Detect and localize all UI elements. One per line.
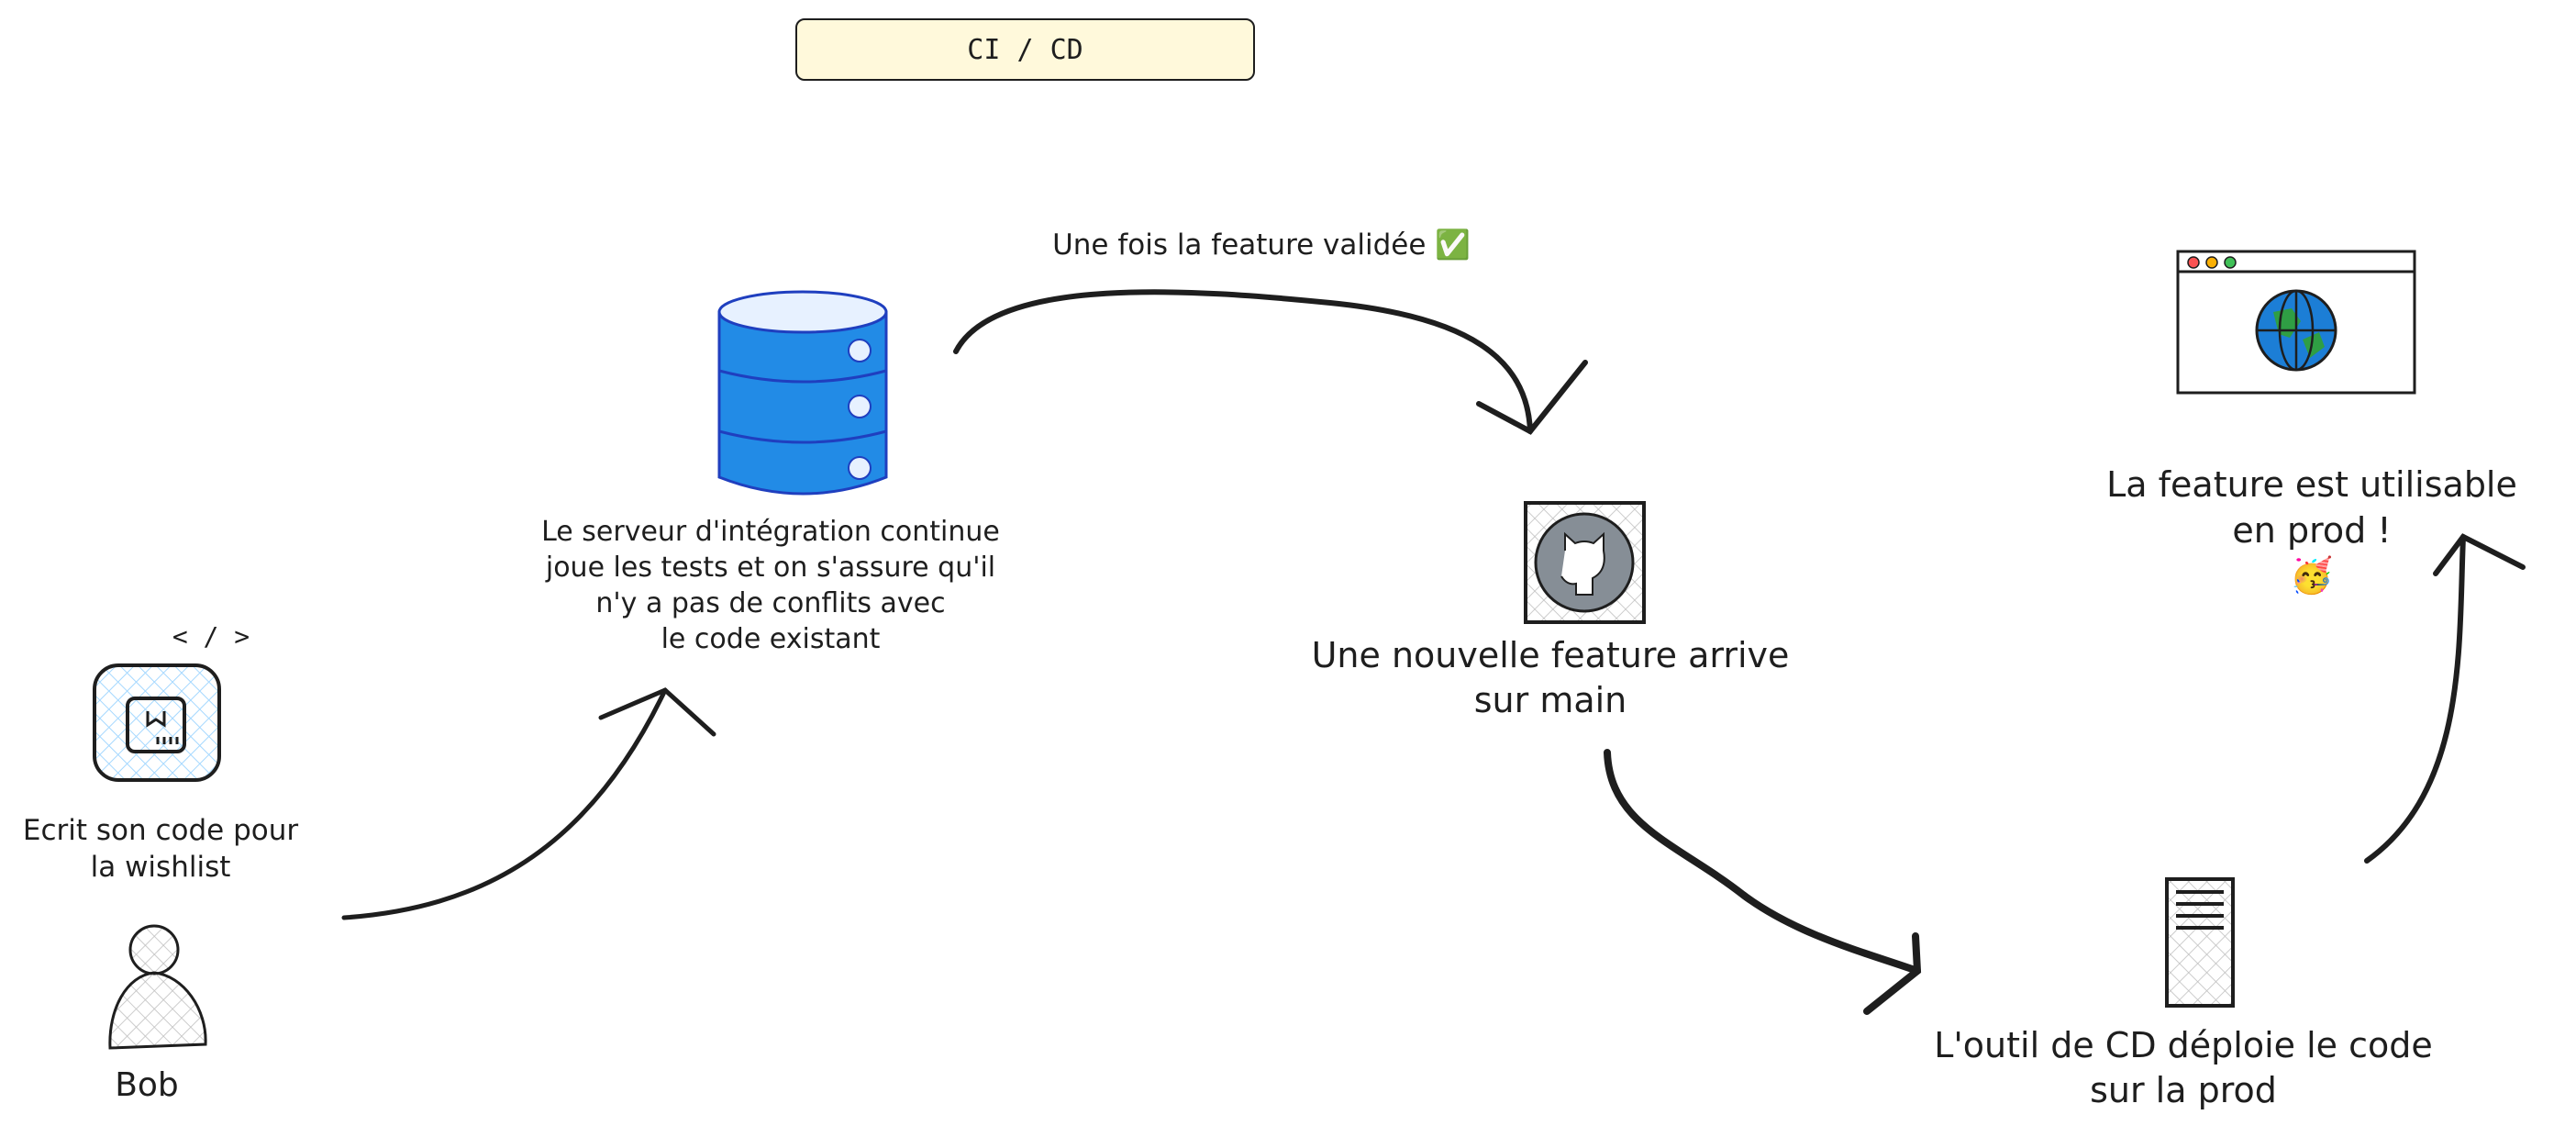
- validated-label-row: Une fois la feature validée ✅: [1023, 228, 1500, 262]
- developer-name-label: Bob: [115, 1066, 179, 1104]
- arrow-cd-to-prod: [2364, 533, 2526, 864]
- laptop-icon: [93, 663, 221, 782]
- code-tag-icon: < / >: [172, 621, 250, 652]
- arrow-bob-to-ci: [341, 687, 716, 920]
- arrow-ci-to-main: [953, 289, 1588, 435]
- globe-icon: [2255, 289, 2337, 372]
- in-prod-label-block: La feature est utilisable en prod ! 🥳: [2064, 418, 2559, 599]
- arrow-main-to-cd: [1604, 749, 1922, 1015]
- person-icon: [108, 924, 207, 1050]
- server-icon: [2165, 877, 2235, 1008]
- validated-label: Une fois la feature validée: [1052, 229, 1427, 262]
- ci-server-label: Le serveur d'intégration continue joue l…: [541, 516, 1000, 655]
- check-icon: ✅: [1435, 229, 1471, 262]
- cd-tool-label: L'outil de CD déploie le code sur la pro…: [1934, 1025, 2433, 1111]
- in-prod-label: La feature est utilisable en prod !: [2106, 464, 2517, 551]
- developer-action-label: Ecrit son code pour la wishlist: [22, 814, 299, 885]
- party-icon: 🥳: [2290, 555, 2334, 596]
- github-icon: [1524, 501, 1646, 624]
- database-icon: [717, 290, 888, 496]
- diagram-title: CI / CD: [795, 18, 1255, 81]
- new-feature-label: Une nouvelle feature arrive sur main: [1311, 635, 1790, 721]
